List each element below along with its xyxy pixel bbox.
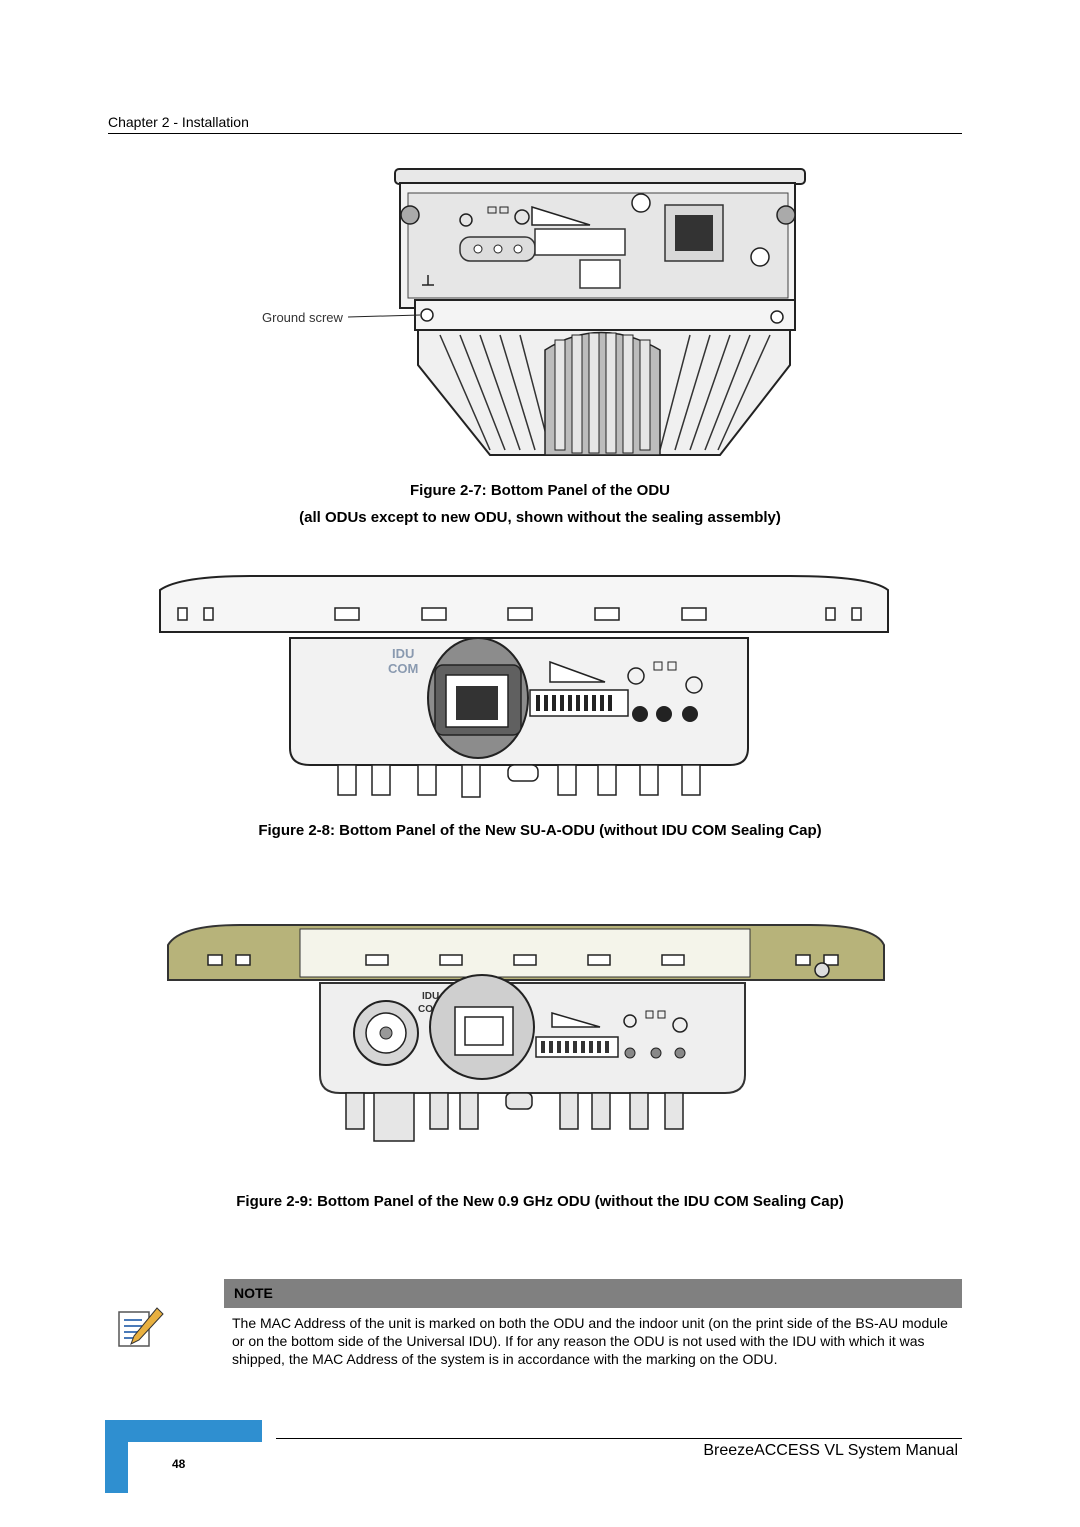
note-header: NOTE [224,1279,962,1308]
idu-label-fig8: IDU [392,646,414,661]
header-divider [108,133,962,134]
footer-divider [276,1438,962,1439]
chapter-header: Chapter 2 - Installation [108,114,249,130]
figure-7-caption: Figure 2-7: Bottom Panel of the ODU [409,482,670,499]
ground-screw-callout: Ground screw [262,310,344,325]
figure-8-caption: Figure 2-8: Bottom Panel of the New SU-A… [258,822,822,839]
note-body: The MAC Address of the unit is marked on… [232,1315,948,1367]
footer-accent-bar-vertical [105,1420,128,1493]
figure-7-subcaption: (all ODUs except to new ODU, shown witho… [299,509,781,526]
note-pencil-icon [118,1307,164,1347]
idu-label-fig9: IDU [422,991,439,1002]
page-number: 48 [172,1457,186,1471]
footer-accent-bar [105,1420,262,1442]
figure-9-caption: Figure 2-9: Bottom Panel of the New 0.9 … [236,1193,844,1210]
figure-7-odu-bottom-panel: Ground screw [262,168,806,456]
com-label-fig9: COM [418,1004,441,1015]
figure-8-su-a-odu-bottom-panel: IDU COM [159,575,889,798]
com-label-fig8: COM [388,661,418,676]
figure-9-09ghz-odu-bottom-panel: IDU COM [167,924,885,1142]
manual-title: BreezeACCESS VL System Manual [703,1442,958,1459]
